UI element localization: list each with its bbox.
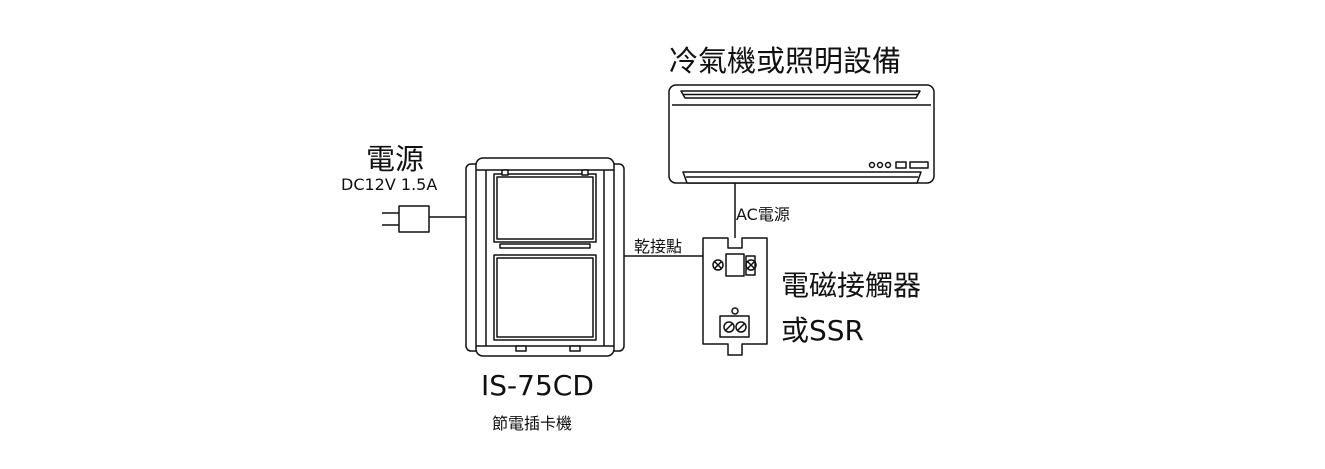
relay-title-line1: 電磁接觸器 [781, 269, 922, 302]
power-plug-icon [382, 205, 430, 233]
power-supply-spec: DC12V 1.5A [341, 175, 438, 194]
dry-contact-label: 乾接點 [634, 237, 683, 256]
ac-unit-title: 冷氣機或照明設備 [669, 44, 902, 78]
card-switch-description: 節電插卡機 [492, 414, 573, 433]
contactor-device [702, 237, 768, 356]
ac-power-label: AC電源 [736, 205, 790, 224]
relay-title-line2: 或SSR [781, 314, 865, 347]
air-conditioner-unit [668, 84, 935, 184]
card-switch-device [465, 157, 625, 357]
power-supply-title: 電源 [366, 142, 425, 176]
card-switch-model: IS-75CD [481, 369, 594, 402]
